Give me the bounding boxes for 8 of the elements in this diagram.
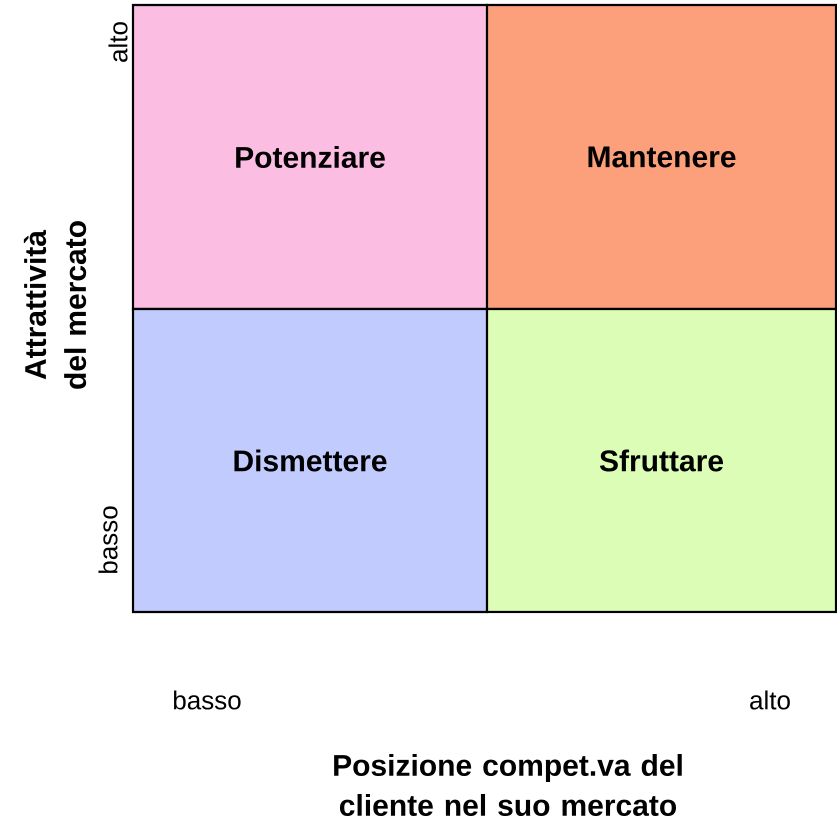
quadrant-box: Sfruttare (486, 308, 837, 614)
quadrant-box: Mantenere (486, 4, 837, 310)
quadrant-box: Dismettere (132, 308, 488, 614)
axis-title: Posizione compet.va del cliente nel suo mercato (334, 754, 682, 816)
axis-label: basso (174, 690, 241, 710)
quadrant-box: Potenziare (132, 4, 488, 310)
axis-label: alto (750, 690, 790, 710)
axis-title: Attrattività del mercato (24, 221, 86, 389)
